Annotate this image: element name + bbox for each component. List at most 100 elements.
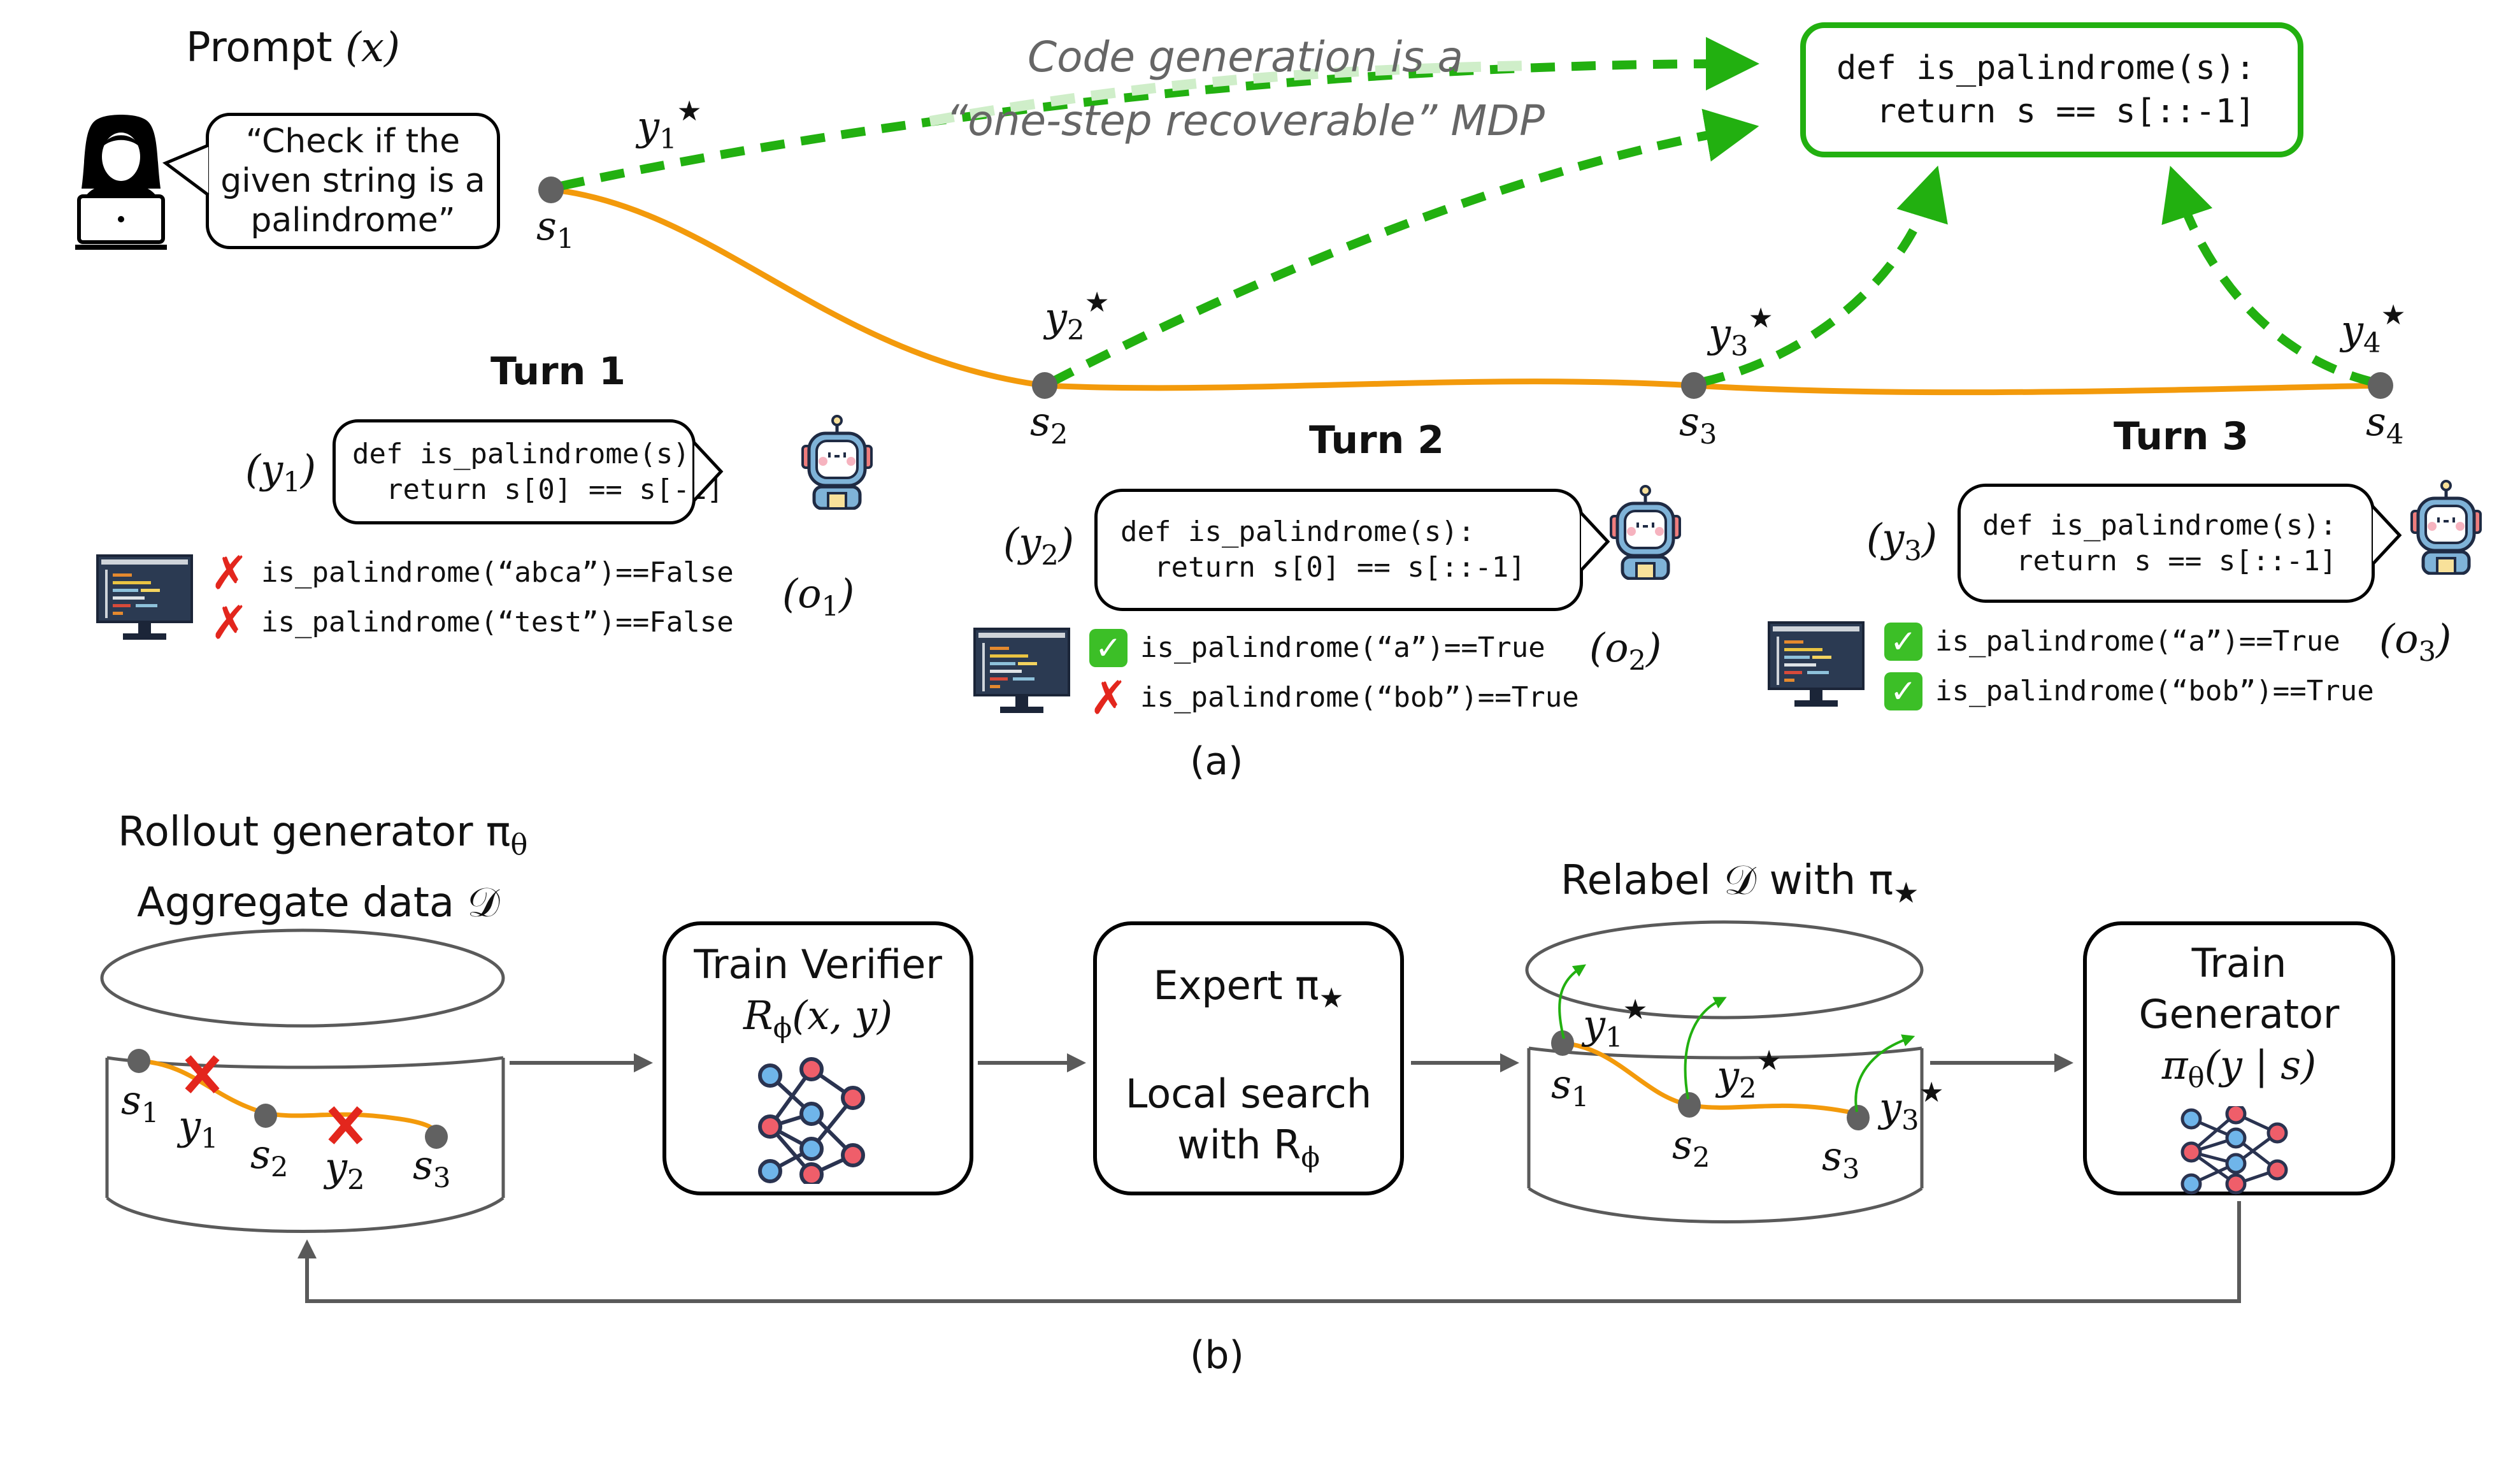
state-node-s2[interactable] [1032,372,1057,399]
expert-arrow-s1-faded [929,61,1529,126]
turn-3-tests: ✓ is_palindrome(“a”)==True ✓ is_palindro… [1884,617,2374,716]
fail-x-icon: ✗ [210,596,249,649]
mdp-note: Code generation is a “one-step recoverab… [905,25,1586,153]
state-node-s3[interactable] [1681,372,1707,399]
turn-2-test-2-text: is_palindrome(“bob”)==True [1140,681,1579,714]
turn-1-observation-label: (o1) [782,570,855,623]
pass-check-icon: ✓ [1089,629,1128,667]
turn-3-code-line-2: return s == s[::-1] [1982,544,2337,577]
turn-1-tests: ✗ is_palindrome(“abca”)==False ✗ is_pali… [210,548,734,647]
caption-a: (a) [1190,739,1243,784]
turn-3-code-bubble: def is_palindrome(s): return s == s[::-1… [1958,484,2375,603]
turn-1-test-2: ✗ is_palindrome(“test”)==False [210,598,734,647]
cyl1-fail-x-2 [328,1106,363,1144]
expert-box[interactable]: Expert π★ Local search with Rϕ [1093,921,1404,1195]
expert-line-2: with Rϕ [1177,1121,1320,1174]
rollout-label-line-2: Aggregate data 𝒟 [137,879,500,927]
state-label-s4: s4 [2366,398,2404,451]
turn-1-title: Turn 1 [490,349,626,394]
cyl2-label-s3: s3 [1822,1133,1860,1186]
turn-1-test-2-text: is_palindrome(“test”)==False [261,606,734,638]
prompt-label-text: Prompt [186,24,333,71]
cyl2-state-s3 [1847,1105,1870,1130]
fail-x-icon: ✗ [1089,671,1128,724]
correct-code-line-1: def is_palindrome(s): [1836,49,2256,87]
turn-1-bubble-tail [693,442,724,501]
turn-2-tests: ✓ is_palindrome(“a”)==True ✗ is_palindro… [1089,623,1579,723]
state-label-s1: s1 [536,203,575,256]
turn-3-test-2-text: is_palindrome(“bob”)==True [1935,675,2374,707]
train-generator-box[interactable]: Train Generator πθ(y | s) [2083,921,2395,1195]
state-label-s3: s3 [1679,398,1717,451]
state-node-s1[interactable] [538,177,564,203]
cyl2-label-y2: y2★ [1717,1045,1782,1105]
fail-x-icon: ✗ [210,546,249,600]
rollout-label-line-1: Rollout generator πθ [118,809,528,861]
cyl2-label-y3: y3★ [1879,1077,1944,1137]
pass-check-icon: ✓ [1884,672,1922,710]
rollout-label: Rollout generator πθ Aggregate data 𝒟 [118,803,527,932]
dataset-cylinder-1 [100,928,505,1233]
cyl2-expert-arrow-1 [1558,964,1586,1039]
code-monitor-icon [973,628,1070,713]
prompt-line-1: “Check if the [245,122,461,161]
turn-3-observation-label: (o3) [2379,616,2452,668]
turn-1-action-label: (y1) [245,446,317,499]
turn-2-test-1-text: is_palindrome(“a”)==True [1140,631,1545,664]
cyl2-state-s2 [1678,1092,1701,1118]
caption-b: (b) [1190,1333,1244,1378]
turn-2-bubble-tail [1580,512,1610,572]
prompt-speech-bubble: “Check if the given string is a palindro… [206,113,500,249]
user-laptop-icon [75,115,167,250]
state-node-s4[interactable] [2368,372,2393,399]
generator-title: Train Generator [2138,940,2340,1037]
turn-3-action-label: (y3) [1866,515,1938,568]
cyl1-state-s2 [254,1104,277,1128]
cyl1-label-s2: s2 [250,1131,289,1184]
code-monitor-icon [1768,621,1865,707]
cyl2-label-s2: s2 [1672,1121,1710,1174]
cyl2-expert-arrow-2 [1684,997,1727,1100]
robot-icon [801,415,873,510]
prompt-variable: (x) [345,24,400,71]
turn-1-code-bubble: def is_palindrome(s): return s[0] == s[-… [333,419,724,524]
expert-arrow-s2-to-code [1049,108,1759,387]
turn-1-test-1: ✗ is_palindrome(“abca”)==False [210,548,734,598]
prompt-bubble-tail [162,143,210,196]
trajectory-curve [554,187,2381,396]
dataset-cylinder-2 [1525,920,1924,1223]
neural-network-icon [758,1057,865,1187]
turn-3-code-line-1: def is_palindrome(s): [1982,508,2337,542]
cyl1-state-s1 [127,1049,150,1073]
expert-label-y1: y1★ [637,96,702,155]
turn-3-title: Turn 3 [2114,414,2249,459]
cyl1-label-s1: s1 [121,1077,159,1130]
code-monitor-icon [96,554,193,640]
feedback-loop-arrow [297,1201,2241,1303]
prompt-line-2: given string is a [220,162,485,200]
turn-2-code-line-2: return s[0] == s[::-1] [1120,551,1526,584]
train-verifier-box[interactable]: Train Verifier Rϕ(x, y) [662,921,973,1195]
cyl1-label-y2: y2 [325,1144,365,1197]
expert-arrow-s3-to-code [1700,165,1948,387]
state-label-s2: s2 [1030,398,1068,451]
turn-3-test-1: ✓ is_palindrome(“a”)==True [1884,617,2374,667]
turn-2-observation-label: (o2) [1589,624,1662,677]
prompt-label: Prompt (x) [186,24,400,71]
turn-2-code-bubble: def is_palindrome(s): return s[0] == s[:… [1094,489,1583,611]
prompt-line-3: palindrome” [250,201,455,240]
cyl1-label-s3: s3 [413,1142,451,1195]
turn-2-test-2: ✗ is_palindrome(“bob”)==True [1089,673,1579,723]
turn-1-code-line-2: return s[0] == s[-1] [352,473,724,506]
cyl1-label-y1: y1 [178,1102,218,1155]
turn-3-test-2: ✓ is_palindrome(“bob”)==True [1884,667,2374,716]
turn-2-action-label: (y2) [1003,519,1075,572]
verifier-title: Train Verifier [694,941,942,988]
cyl1-state-s3 [425,1125,448,1149]
turn-1-code-line-1: def is_palindrome(s): [352,437,707,470]
turn-3-test-1-text: is_palindrome(“a”)==True [1935,625,2340,658]
mdp-note-line-1: Code generation is a [1027,32,1463,82]
turn-2-code-line-1: def is_palindrome(s): [1120,515,1475,548]
expert-label-y4: y4★ [2341,299,2406,359]
